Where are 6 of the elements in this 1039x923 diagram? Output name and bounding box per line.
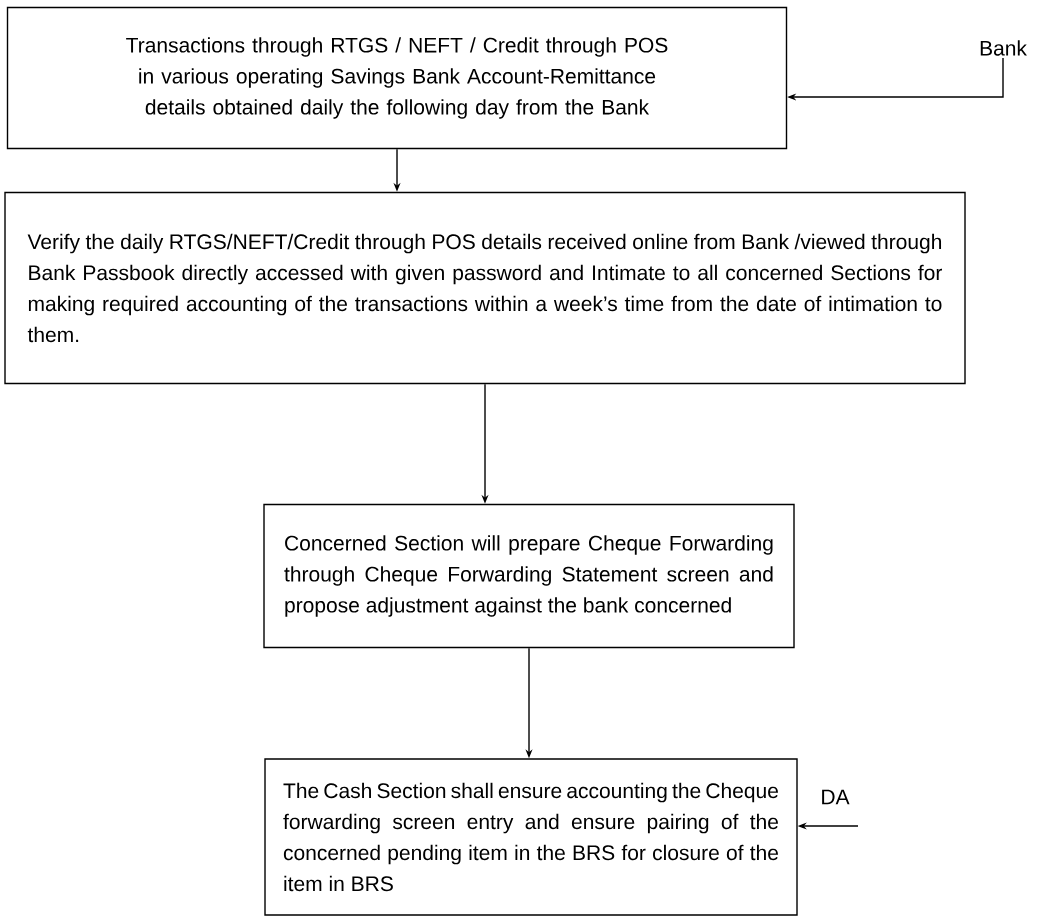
source-label: DA	[822, 789, 850, 805]
process-box: Concerned Section will prepare Cheque Forwarding through Cheque Forwarding Statement screen and propose adjustment against the bank concerned	[263, 503, 795, 649]
process-box: Transactions through RTGS / NEFT / Credit through POS in various operating Savings Bank Account-Remittance details obtained daily the following day from the Bank	[6, 6, 788, 150]
process-box: The Cash Section shall ensure accounting the Cheque forwarding screen entry and ensure pairing of the concerned pending item in the BRS for closure of the item in BRS	[264, 758, 798, 916]
process-box: Verify the daily RTGS/NEFT/Credit through POS details received online from Bank /viewed through Bank Passbook directly accessed with given password and Intimate to all concerned Sections for making required accounting of the transactions within a week’s time from the date of intimation to them.	[4, 191, 966, 385]
source-label: Bank	[980, 40, 1027, 56]
